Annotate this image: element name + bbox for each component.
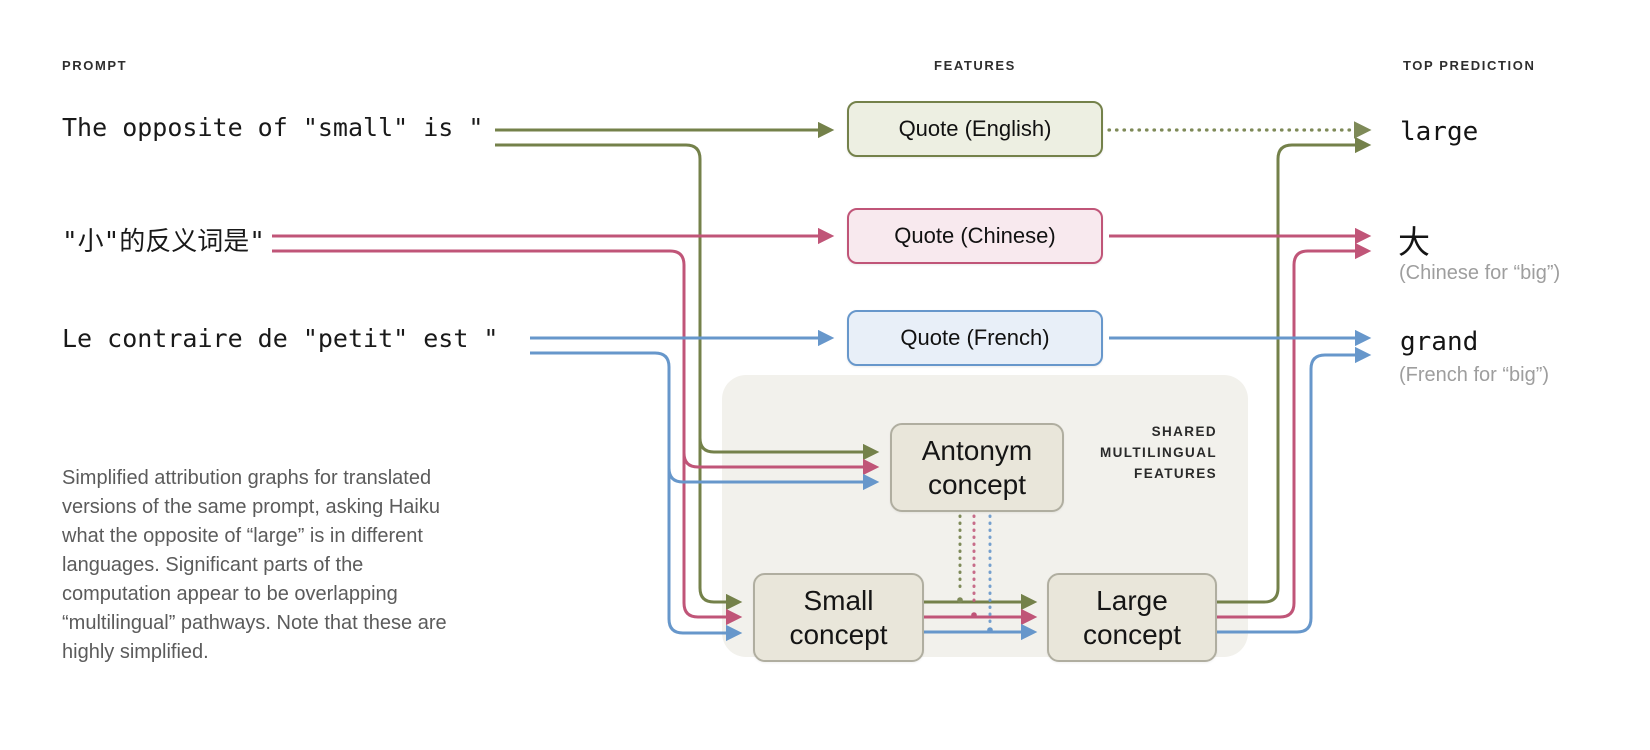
concept-large: Large concept [1047, 573, 1217, 662]
concept-antonym-label: Antonym concept [921, 434, 1033, 500]
prompt-column-header: PROMPT [62, 58, 128, 73]
prediction-chinese: 大 [1398, 223, 1431, 261]
prediction-french: grand [1400, 327, 1479, 357]
concept-small-label: Small concept [789, 584, 888, 650]
feature-quote-french: Quote (French) [847, 310, 1103, 366]
prediction-french-note: (French for “big”) [1399, 364, 1550, 386]
figure-caption: Simplified attribution graphs for transl… [62, 467, 447, 663]
concept-antonym: Antonym concept [890, 423, 1064, 512]
top-prediction-column-header: TOP PREDICTION [1403, 58, 1536, 73]
dotted-endpoint-olive [957, 597, 963, 603]
dotted-endpoint-crimson [971, 612, 977, 618]
chinese-pathways [272, 227, 1372, 626]
prompt-french: Le contraire de "petit" est " [62, 324, 499, 353]
feature-quote-english-label: Quote (English) [898, 116, 1052, 141]
concept-small: Small concept [753, 573, 924, 662]
french-pathways [530, 329, 1372, 642]
feature-quote-chinese: Quote (Chinese) [847, 208, 1103, 264]
feature-quote-chinese-label: Quote (Chinese) [894, 223, 1056, 248]
concept-large-label: Large concept [1082, 584, 1182, 650]
shared-features-label: SHARED MULTILINGUAL FEATURES [1099, 424, 1217, 481]
features-column-header: FEATURES [934, 58, 1016, 73]
dotted-endpoint-blue [987, 627, 993, 633]
feature-quote-english: Quote (English) [847, 101, 1103, 157]
antonym-dotted-wires [958, 514, 992, 624]
prompt-chinese: "小"的反义词是" [62, 227, 265, 257]
feature-quote-french-label: Quote (French) [900, 325, 1050, 350]
prediction-chinese-note: (Chinese for “big”) [1399, 262, 1561, 284]
english-pathways [495, 121, 1372, 611]
prompt-english: The opposite of "small" is " [62, 113, 484, 142]
prediction-english: large [1400, 117, 1479, 147]
